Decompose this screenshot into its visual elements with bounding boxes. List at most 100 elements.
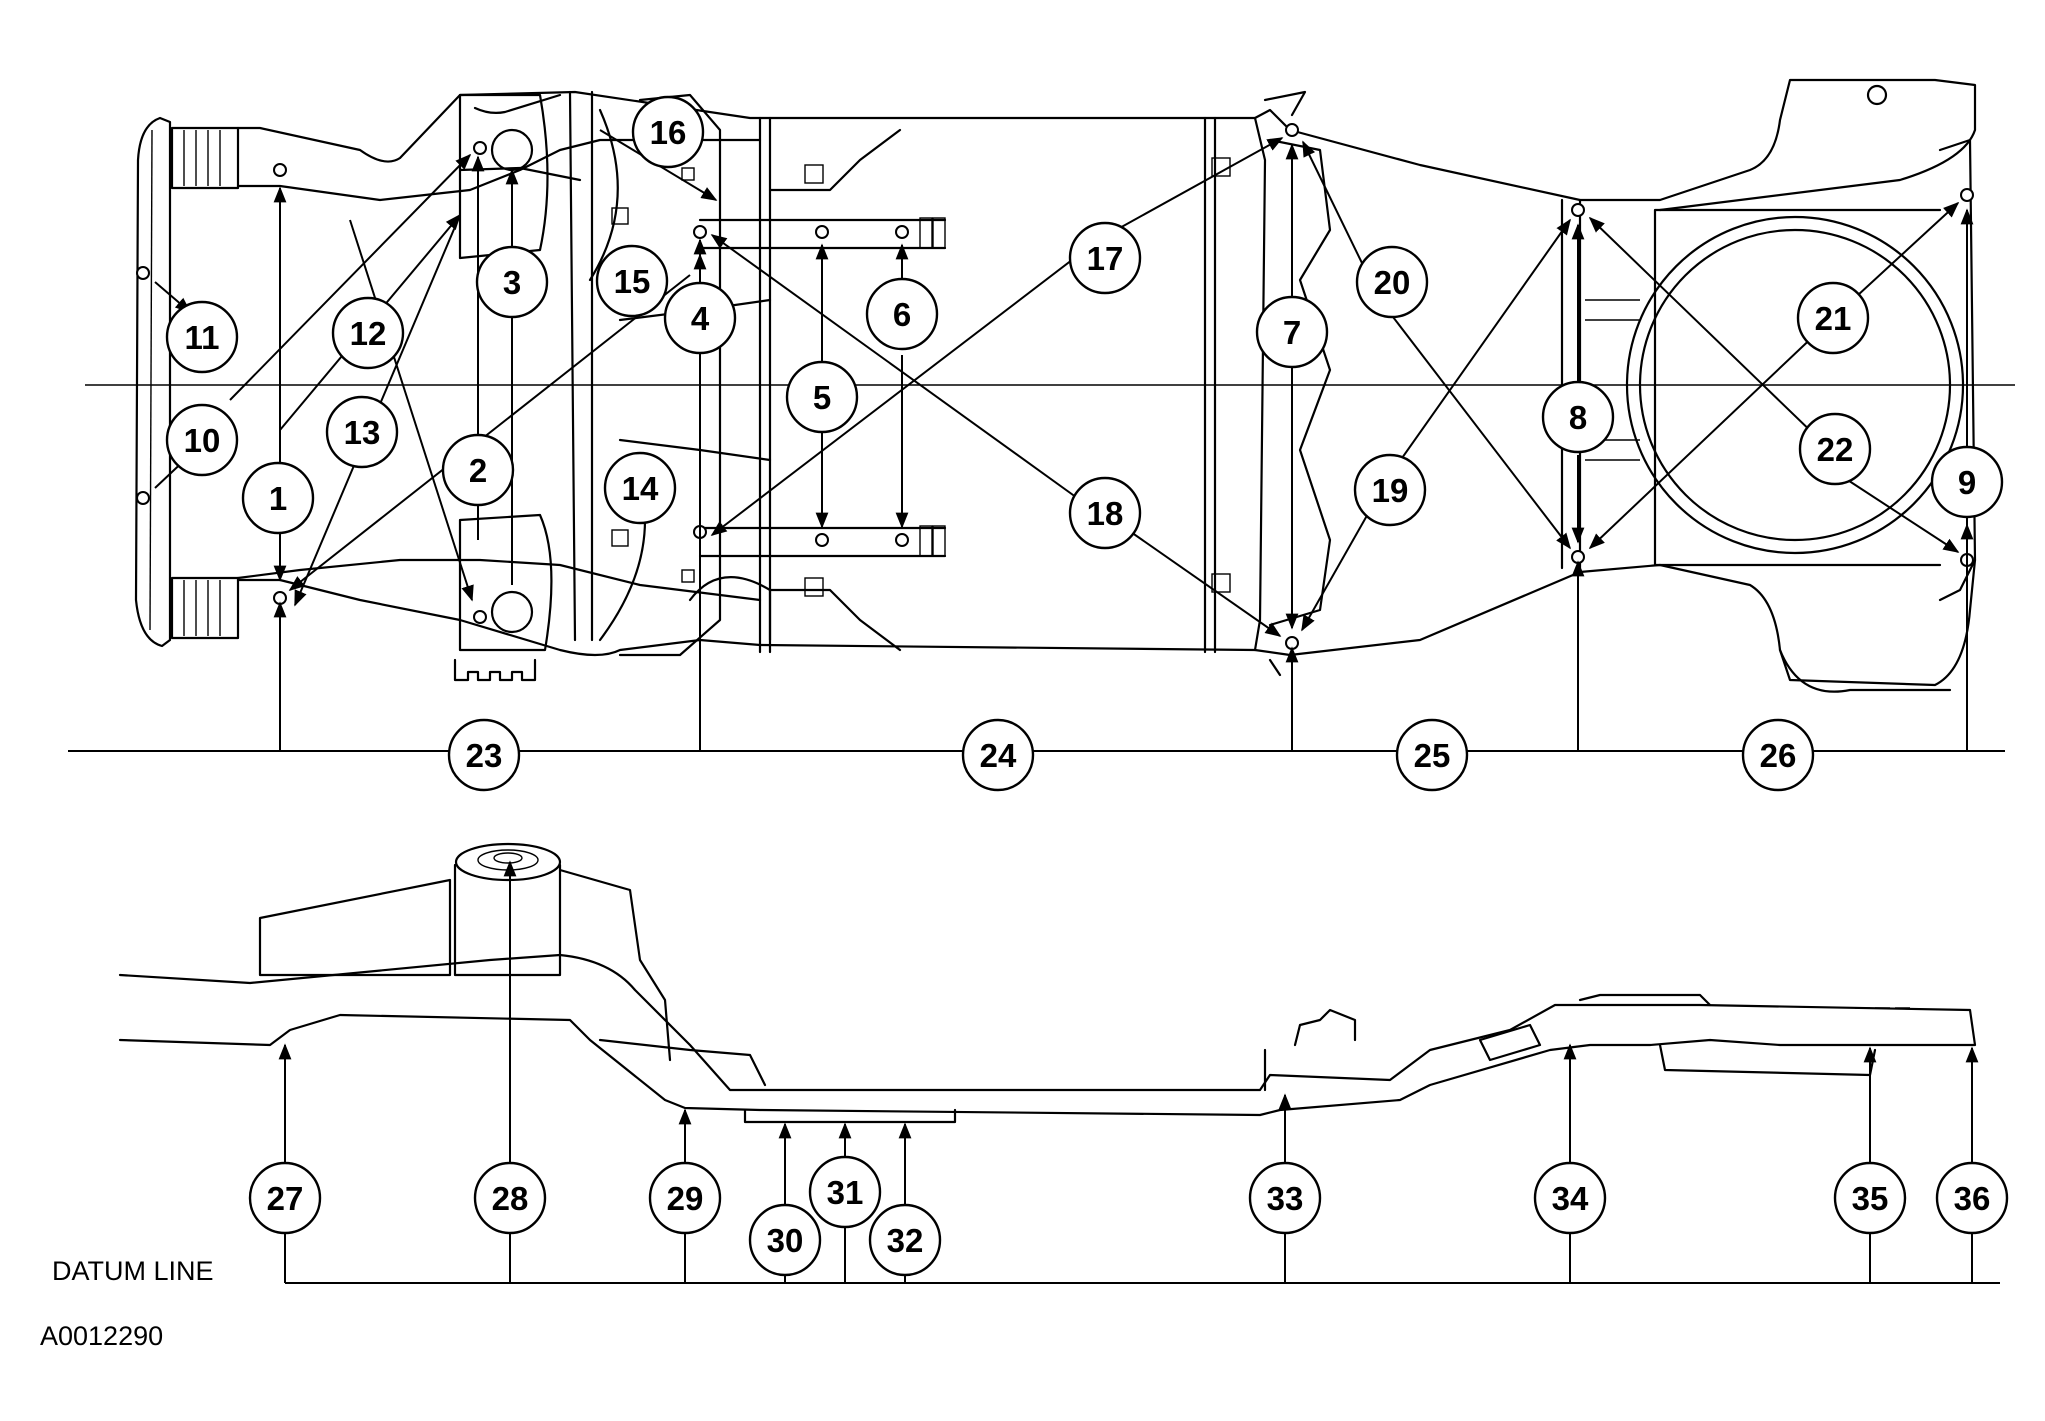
callout-15: 15 bbox=[595, 244, 669, 318]
callout-circle bbox=[961, 718, 1035, 792]
side-underbody-panel bbox=[743, 1108, 957, 1124]
side-shock-mount bbox=[454, 842, 562, 882]
callout-circle bbox=[603, 451, 677, 525]
callout-number: 20 bbox=[1374, 264, 1411, 301]
dimension-callout-25: 25 bbox=[1395, 718, 1469, 792]
callout-number: 7 bbox=[1283, 314, 1301, 351]
callout-7: 7 bbox=[1255, 295, 1329, 369]
side-rail bbox=[118, 953, 1977, 1117]
callout-number: 22 bbox=[1817, 431, 1854, 468]
measurement-point bbox=[473, 141, 487, 155]
callout-circle bbox=[441, 433, 515, 507]
callout-10: 10 bbox=[165, 403, 239, 477]
callout-circle bbox=[1355, 245, 1429, 319]
measurement-point bbox=[1571, 550, 1585, 564]
callout-number: 31 bbox=[827, 1174, 864, 1211]
callout-circle bbox=[447, 718, 521, 792]
callout-number: 36 bbox=[1954, 1180, 1991, 1217]
side-callout-35: 35 bbox=[1833, 1161, 1907, 1235]
callout-number: 27 bbox=[267, 1180, 304, 1217]
side-callout-30: 30 bbox=[748, 1203, 822, 1277]
callout-circle bbox=[868, 1203, 942, 1277]
callout-number: 11 bbox=[185, 319, 220, 356]
callout-number: 25 bbox=[1414, 737, 1451, 774]
callout-18: 18 bbox=[1068, 476, 1142, 550]
measurement-point bbox=[136, 491, 150, 505]
callout-2: 2 bbox=[441, 433, 515, 507]
callout-circle bbox=[785, 360, 859, 434]
callout-circle bbox=[248, 1161, 322, 1235]
side-engine-bracket bbox=[258, 878, 452, 977]
measurement-line bbox=[710, 234, 1081, 501]
callout-number: 9 bbox=[1958, 464, 1976, 501]
lower-shock-tower bbox=[458, 513, 553, 652]
crush-box-lower bbox=[170, 576, 240, 640]
plan-measurement-points bbox=[136, 123, 1974, 650]
callout-1: 1 bbox=[241, 461, 315, 535]
callout-circle bbox=[1068, 221, 1142, 295]
side-callout-32: 32 bbox=[868, 1203, 942, 1277]
measurement-point bbox=[1285, 636, 1299, 650]
callout-circle bbox=[325, 395, 399, 469]
measurement-point bbox=[473, 610, 487, 624]
callout-circle bbox=[1533, 1161, 1607, 1235]
measurement-point bbox=[895, 225, 909, 239]
spare-tire-well bbox=[1625, 215, 1965, 555]
datum-line-label: DATUM LINE bbox=[52, 1256, 214, 1286]
callout-circle bbox=[808, 1155, 882, 1229]
callout-number: 21 bbox=[1815, 300, 1852, 337]
callout-circle bbox=[1353, 453, 1427, 527]
callout-circle bbox=[1248, 1161, 1322, 1235]
measurement-point bbox=[1571, 203, 1585, 217]
callout-number: 12 bbox=[350, 315, 387, 352]
callout-number: 3 bbox=[503, 264, 521, 301]
rear-crossmember-7 bbox=[1268, 138, 1332, 627]
callout-number: 28 bbox=[492, 1180, 529, 1217]
measurement-point bbox=[273, 591, 287, 605]
callout-6: 6 bbox=[865, 277, 939, 351]
callout-circle bbox=[631, 95, 705, 169]
measurement-line bbox=[1839, 474, 1960, 553]
callout-circle bbox=[1541, 380, 1615, 454]
callout-circle bbox=[865, 277, 939, 351]
frame-side-view bbox=[118, 842, 1977, 1124]
side-callout-33: 33 bbox=[1248, 1161, 1322, 1235]
callout-number: 32 bbox=[887, 1222, 924, 1259]
side-callout-28: 28 bbox=[473, 1161, 547, 1235]
callout-number: 30 bbox=[767, 1222, 804, 1259]
measurement-point bbox=[136, 266, 150, 280]
callout-circle bbox=[1395, 718, 1469, 792]
callout-number: 13 bbox=[344, 414, 381, 451]
callout-21: 21 bbox=[1796, 281, 1870, 355]
front-crossmember bbox=[568, 90, 594, 642]
callout-8: 8 bbox=[1541, 380, 1615, 454]
callout-circle bbox=[1255, 295, 1329, 369]
callout-number: 2 bbox=[469, 452, 487, 489]
callout-circle bbox=[1833, 1161, 1907, 1235]
measurement-point bbox=[1285, 123, 1299, 137]
callout-number: 19 bbox=[1372, 472, 1409, 509]
plan-measurement-lines bbox=[154, 129, 1974, 637]
callout-number: 14 bbox=[622, 470, 659, 507]
callout-number: 15 bbox=[614, 263, 651, 300]
callout-20: 20 bbox=[1355, 245, 1429, 319]
side-callout-34: 34 bbox=[1533, 1161, 1607, 1235]
measurement-point bbox=[895, 533, 909, 547]
callout-circle bbox=[475, 245, 549, 319]
callout-number: 29 bbox=[667, 1180, 704, 1217]
callout-circle bbox=[595, 244, 669, 318]
callout-13: 13 bbox=[325, 395, 399, 469]
callout-circle bbox=[1935, 1161, 2009, 1235]
callout-number: 16 bbox=[650, 114, 687, 151]
callout-16: 16 bbox=[631, 95, 705, 169]
callout-circle bbox=[1741, 718, 1815, 792]
callout-5: 5 bbox=[785, 360, 859, 434]
callout-circle bbox=[1068, 476, 1142, 550]
callout-3: 3 bbox=[475, 245, 549, 319]
callout-circle bbox=[165, 300, 239, 374]
figure-id-label: A0012290 bbox=[40, 1321, 163, 1351]
callout-number: 6 bbox=[893, 296, 911, 333]
callout-number: 18 bbox=[1087, 495, 1124, 532]
dimension-callout-26: 26 bbox=[1741, 718, 1815, 792]
